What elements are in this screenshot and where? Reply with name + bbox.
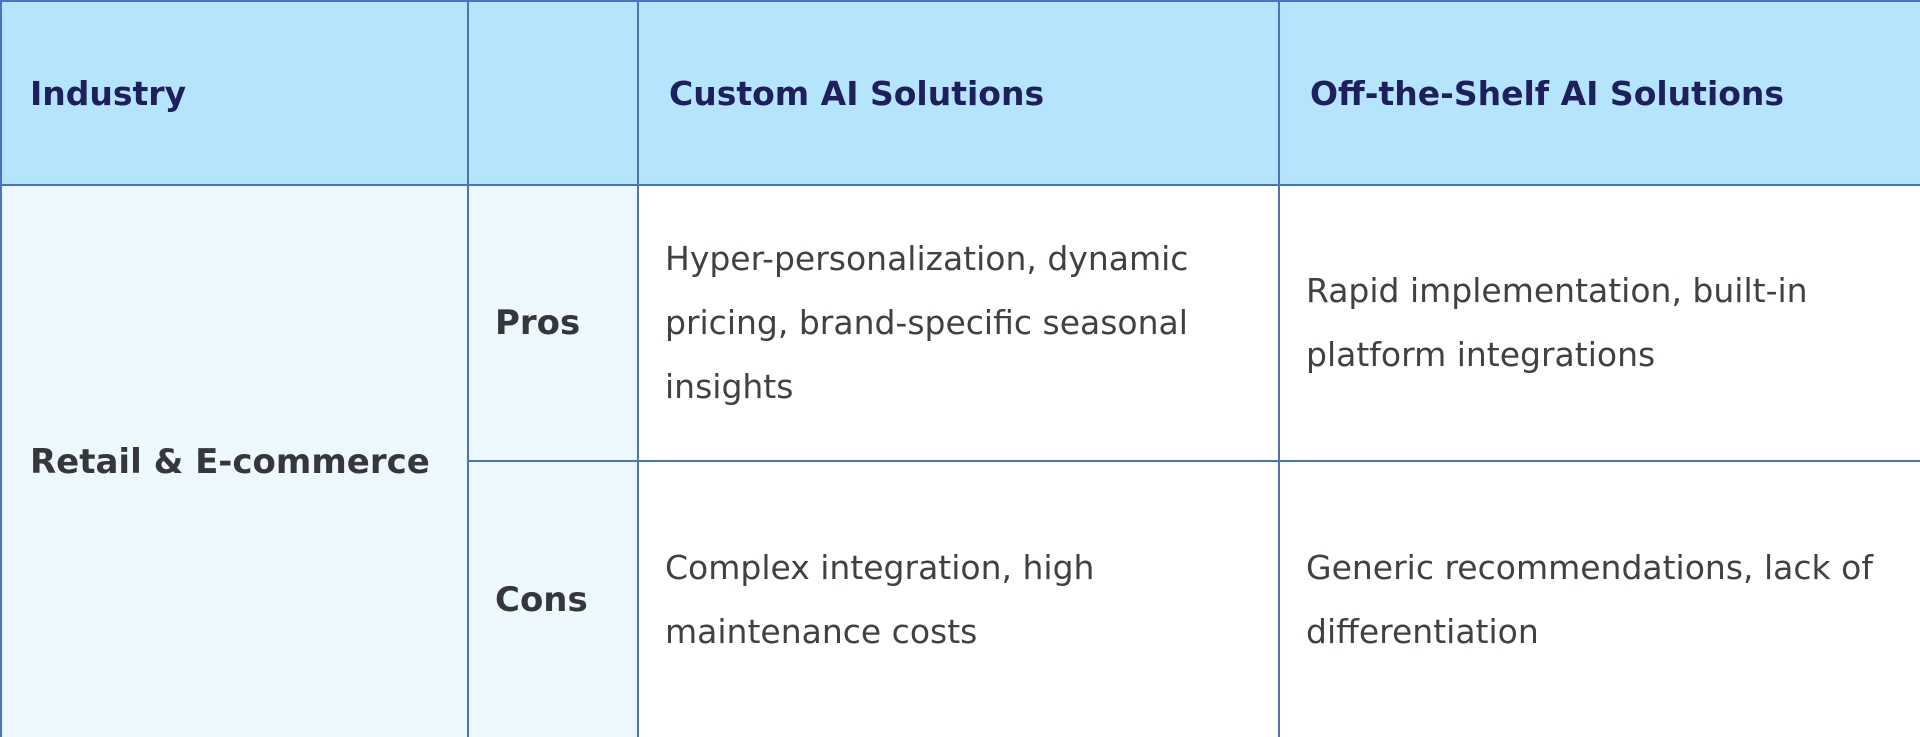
header-custom-ai-label: Custom AI Solutions [669,73,1045,113]
cons-label: Cons [495,580,588,620]
table-row-cons: Cons Complex integration, high maintenan… [1,460,1920,737]
cons-custom-text: Complex integration, high maintenance co… [665,548,1095,651]
cons-custom-cell: Complex integration, high maintenance co… [637,460,1280,737]
header-custom-ai: Custom AI Solutions [637,0,1280,186]
cons-label-cell: Cons [467,460,639,737]
cons-off-the-shelf-text: Generic recommendations, lack of differe… [1306,548,1873,651]
pros-label: Pros [495,303,581,343]
pros-label-cell: Pros [467,184,639,462]
header-industry-label: Industry [30,73,187,113]
header-blank [467,0,639,186]
pros-custom-cell: Hyper-personalization, dynamic pricing, … [637,184,1280,462]
header-off-the-shelf-ai: Off-the-Shelf AI Solutions [1278,0,1920,186]
table-row-pros: Retail & E-commerce Pros Hyper-personali… [0,184,1920,737]
pros-custom-text: Hyper-personalization, dynamic pricing, … [665,239,1189,406]
industry-cell: Retail & E-commerce [0,184,469,737]
cons-off-the-shelf-cell: Generic recommendations, lack of differe… [1278,460,1920,737]
header-off-the-shelf-ai-label: Off-the-Shelf AI Solutions [1310,73,1785,113]
pros-off-the-shelf-text: Rapid implementation, built-in platform … [1306,271,1808,374]
pros-off-the-shelf-cell: Rapid implementation, built-in platform … [1278,184,1920,462]
industry-name: Retail & E-commerce [30,442,430,482]
header-row: Industry Custom AI Solutions Off-the-She… [0,0,1920,186]
header-industry: Industry [0,0,469,186]
